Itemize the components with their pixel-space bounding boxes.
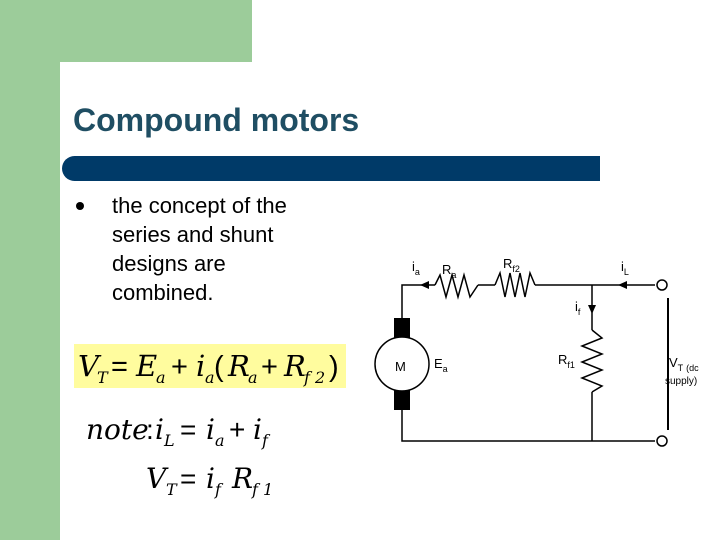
eq1-f2: f 2 — [303, 368, 325, 387]
equation-highlight — [74, 344, 346, 388]
eq2-colon: : — [146, 414, 154, 445]
title-divider-bar — [62, 156, 600, 181]
terminal-top — [656, 279, 668, 291]
arrow-if — [588, 305, 596, 314]
eq1-a3: a — [248, 368, 258, 387]
label-il: iL — [621, 259, 629, 277]
eq1-rparen: ) — [329, 351, 339, 383]
eq3-v: V — [146, 462, 169, 495]
eq1-a1: a — [156, 368, 166, 387]
eq1-e: E — [135, 349, 157, 383]
eq1-i: i — [196, 349, 205, 383]
label-vt-note: supply) — [665, 376, 697, 387]
motor-circle — [374, 336, 430, 392]
arrow-il — [618, 281, 627, 289]
eq1-t: T — [97, 368, 109, 387]
equation-1: V T = E a + i a ( R a + R f 2 ) — [78, 349, 339, 387]
label-ia: ia — [412, 259, 420, 277]
eq2-i1: i — [155, 413, 164, 446]
motor-brush-top — [394, 318, 410, 338]
bullet-dot — [76, 202, 84, 210]
eq3-r: R — [231, 462, 253, 495]
slide-card — [60, 62, 720, 540]
wire-bottom — [401, 410, 655, 442]
resistor-ra — [434, 272, 479, 300]
green-banner-left — [0, 0, 60, 540]
eq3-f: f — [214, 480, 224, 499]
bullet-line: designs are — [112, 251, 226, 276]
bullet-text: the concept of the series and shunt desi… — [112, 191, 317, 307]
label-ea: Ea — [434, 356, 448, 374]
motor-brush-bottom — [394, 390, 410, 410]
terminal-bottom — [656, 435, 668, 447]
label-if: if — [575, 299, 581, 317]
eq2-l: L — [163, 431, 175, 450]
bullet-line: series and shunt — [112, 222, 274, 247]
eq2-f: f — [261, 431, 271, 450]
resistor-rf1 — [579, 329, 605, 393]
eq3-f1: f 1 — [251, 480, 273, 499]
equation-3: V T = i f R f 1 — [146, 462, 273, 499]
eq3-i: i — [206, 462, 215, 495]
eq1-plus2: + — [261, 351, 278, 383]
slide-title: Compound motors — [73, 102, 360, 138]
bullet-line: combined. — [112, 280, 214, 305]
eq3-t: T — [166, 480, 178, 499]
eq2-plus: + — [229, 414, 245, 445]
label-ra: Ra — [442, 262, 456, 280]
eq2-equals: = — [180, 414, 196, 445]
eq2-note: note — [86, 413, 149, 446]
label-rf2: Rf2 — [503, 256, 520, 274]
wire-motor-top — [401, 284, 435, 320]
motor-symbol — [374, 318, 430, 410]
eq1-equals: = — [111, 351, 128, 383]
label-vt: VT(dc — [669, 355, 699, 373]
resistor-rf2 — [494, 270, 536, 298]
label-motor: M — [395, 359, 406, 374]
eq1-r2: R — [283, 349, 306, 383]
eq1-r1: R — [227, 349, 250, 383]
eq2-i3: i — [253, 413, 262, 446]
eq3-equals: = — [180, 463, 196, 494]
eq1-lparen: ( — [214, 351, 224, 383]
eq1-plus1: + — [171, 351, 188, 383]
eq1-v: V — [78, 349, 102, 383]
eq1-a2: a — [205, 368, 215, 387]
label-rf1: Rf1 — [558, 352, 575, 370]
eq2-a: a — [215, 431, 225, 450]
eq2-i2: i — [206, 413, 215, 446]
arrow-ia — [420, 281, 429, 289]
bullet-line: the concept of the — [112, 193, 287, 218]
equation-2: note : i L = i a + i f — [86, 413, 271, 450]
